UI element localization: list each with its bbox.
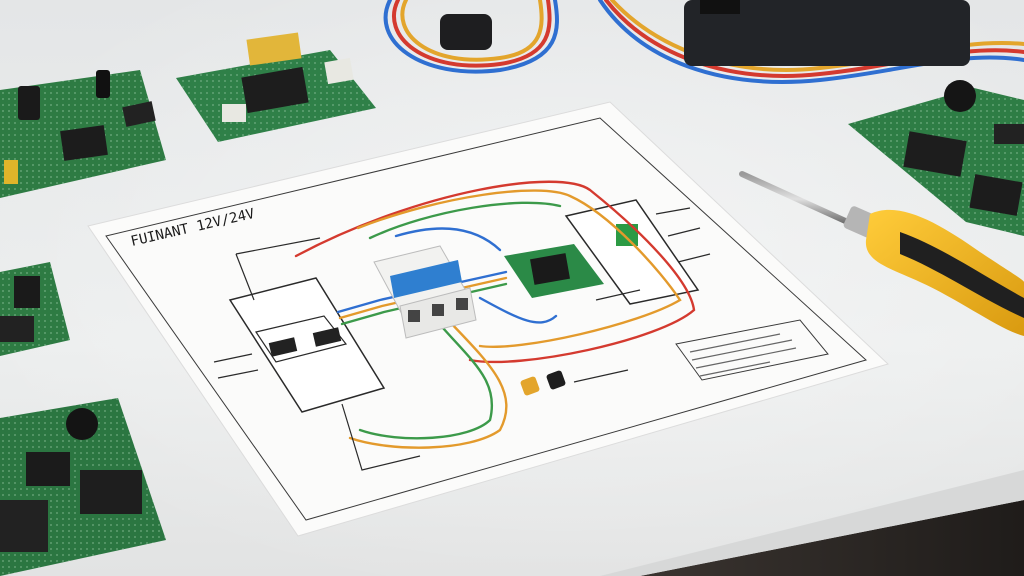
capacitor-black [546,370,566,390]
schematic-wires [294,180,696,449]
pcb-board-left-middle [0,262,70,356]
capacitor-orange [520,376,540,396]
screwdriver [739,171,1024,336]
pcb-board-top-center [176,32,376,142]
info-box [675,319,829,381]
pcb-board-top-left [0,70,166,198]
black-connector [440,14,492,50]
black-device [684,0,970,66]
pcb-board-right [848,80,1024,236]
pcb-board-bottom-left [0,398,166,576]
table-edge-highlight [600,470,1024,576]
din-terminal-block [373,245,477,339]
device-port [700,0,740,14]
info-box-lines [689,333,797,377]
schematic-lines [213,207,711,471]
breaker-box [228,277,386,413]
green-terminal-block [616,224,638,246]
schematic-sheet: FUINANT 12V/24V [87,101,889,537]
